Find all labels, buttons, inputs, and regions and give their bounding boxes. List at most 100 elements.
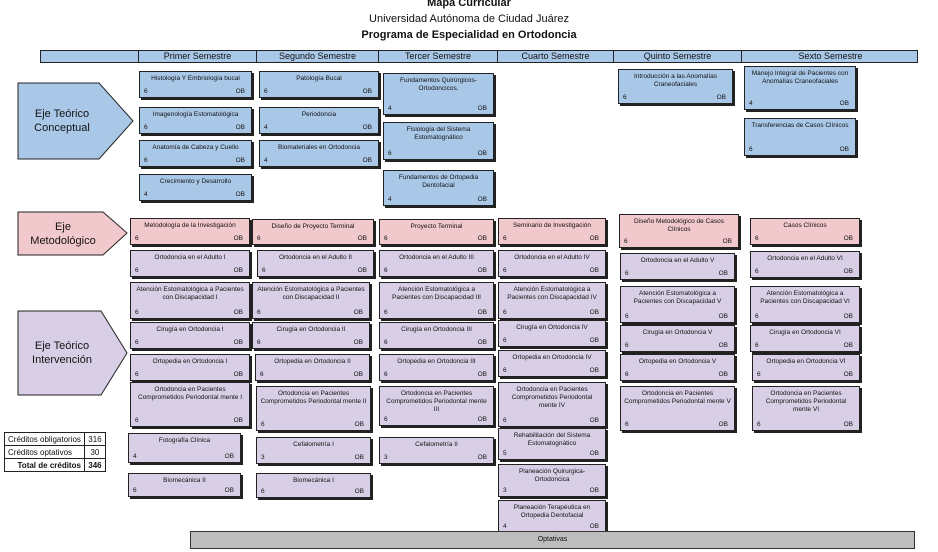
- course-credits: 6: [503, 367, 507, 374]
- course-type: OB: [477, 235, 487, 242]
- course-name: Introducción a las Anomalías Craneofacia…: [633, 73, 718, 88]
- course-credits: 6: [624, 238, 628, 245]
- course-credits: 6: [625, 371, 629, 378]
- course-box: Atención Estomatológica a Pacientes con …: [252, 282, 370, 319]
- course-type: OB: [589, 309, 599, 316]
- course-name: Ortodoncia en Pacientes Comprometidos Pe…: [765, 390, 847, 413]
- program-name: Programa de Especialidad en Ortodoncia: [361, 29, 577, 41]
- course-type: OB: [843, 235, 853, 242]
- optativas-bar: Optativas: [190, 531, 915, 549]
- course-box: Ortodoncia en Pacientes Comprometidos Pe…: [379, 386, 494, 426]
- course-name: Transferencias de Casos Clínicos: [751, 122, 849, 129]
- course-box: Atención Estomatológica a Pacientes con …: [750, 286, 860, 323]
- course-type: OB: [477, 150, 487, 157]
- course-credits: 4: [133, 453, 137, 460]
- course-box: Ortodoncia en Pacientes Comprometidos Pe…: [752, 386, 860, 431]
- course-credits: 4: [749, 100, 753, 107]
- course-name: Rehabilitación del Sistema Estomatognáti…: [513, 432, 591, 447]
- axis-metodologico-label: Eje Metodológico: [30, 220, 96, 247]
- axis-intervencion-shape: [17, 310, 128, 396]
- course-name: Fundamentos de Ortopedia Dentofacial: [398, 174, 479, 189]
- course-type: OB: [477, 105, 487, 112]
- course-type: OB: [235, 191, 245, 198]
- course-credits: 6: [384, 339, 388, 346]
- course-credits: 6: [133, 487, 137, 494]
- course-name: Atención Estomatológica a Pacientes con …: [760, 290, 850, 305]
- course-credits: 6: [757, 421, 761, 428]
- course-type: OB: [718, 371, 728, 378]
- course-name: Biomecánica I: [293, 477, 334, 484]
- course-credits: 6: [503, 337, 507, 344]
- credits-optativos-label: Créditos optativos: [4, 445, 85, 459]
- course-type: OB: [354, 421, 364, 428]
- course-name: Cirugía en Ortodoncia IV: [516, 324, 588, 331]
- course-credits: 3: [384, 454, 388, 461]
- axis-conceptual-shape: [17, 82, 134, 160]
- semester-6-header: Sexto Semestre: [798, 51, 863, 61]
- course-credits: 6: [261, 421, 265, 428]
- course-type: OB: [353, 309, 363, 316]
- course-name: Histología Y Embriología bucal: [151, 75, 240, 82]
- course-type: OB: [718, 421, 728, 428]
- course-credits: 3: [261, 454, 265, 461]
- credits-row: Créditos optativos 30: [4, 445, 106, 459]
- course-name: Ortopedia en Ortodoncia IV: [512, 354, 592, 361]
- course-credits: 6: [757, 371, 761, 378]
- course-type: OB: [718, 270, 728, 277]
- course-name: Biomateriales en Ortodoncia: [277, 144, 360, 151]
- semester-1-header: Primer Semestre: [139, 51, 257, 62]
- course-box: Ortodoncia en Pacientes Comprometidos Pe…: [130, 382, 250, 427]
- course-credits: 6: [135, 267, 139, 274]
- course-type: OB: [589, 450, 599, 457]
- course-type: OB: [589, 523, 599, 530]
- course-credits: 6: [388, 150, 392, 157]
- map-title: Mapa Curricular: [427, 0, 511, 9]
- credits-total-label: Total de créditos: [4, 458, 85, 472]
- course-box: Manejo Integral de Pacientes con Anomalí…: [744, 66, 856, 110]
- course-type: OB: [843, 313, 853, 320]
- course-credits: 6: [755, 235, 759, 242]
- course-credits: 6: [503, 235, 507, 242]
- course-credits: 6: [384, 371, 388, 378]
- axis-metodologico-shape: [17, 211, 128, 256]
- course-type: OB: [353, 339, 363, 346]
- course-name: Imagenología Estomatológica: [152, 111, 239, 118]
- semester-header-spacer: [41, 51, 139, 62]
- course-type: OB: [589, 487, 599, 494]
- course-name: Ortodoncia en el Adulto I: [154, 254, 226, 261]
- credits-total-row: Total de créditos 346: [4, 458, 106, 472]
- course-credits: 6: [144, 157, 148, 164]
- course-credits: 6: [625, 270, 629, 277]
- course-box: Atención Estomatológica a Pacientes con …: [620, 286, 735, 323]
- course-credits: 6: [755, 313, 759, 320]
- course-type: OB: [362, 157, 372, 164]
- course-credits: 6: [503, 267, 507, 274]
- course-type: OB: [357, 267, 367, 274]
- course-name: Cirugía en Ortodoncia VI: [769, 329, 841, 336]
- course-type: OB: [839, 146, 849, 153]
- course-credits: 6: [384, 416, 388, 423]
- course-type: OB: [843, 371, 853, 378]
- course-credits: 6: [257, 309, 261, 316]
- course-type: OB: [362, 124, 372, 131]
- course-type: OB: [722, 238, 732, 245]
- course-type: OB: [718, 342, 728, 349]
- axis-intervencion-label: Eje Teórico Intervención: [32, 340, 92, 366]
